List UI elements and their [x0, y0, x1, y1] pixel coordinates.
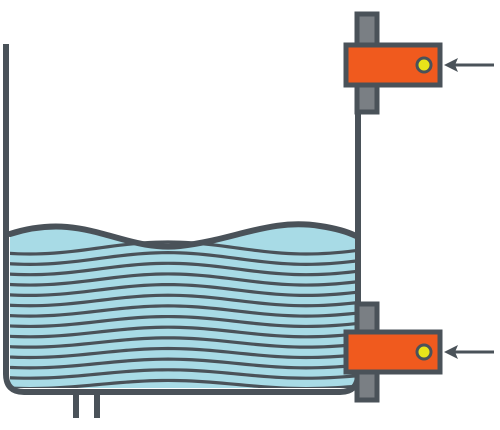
wave-line	[10, 336, 356, 349]
wave-line	[10, 325, 356, 339]
wave-line	[10, 346, 356, 360]
wave-line	[10, 282, 356, 298]
wave-line	[10, 368, 356, 380]
wave-line	[10, 378, 356, 388]
lower-sensor-body	[343, 329, 443, 375]
lower-sensor-arrow-icon	[444, 345, 458, 359]
wave-line	[10, 314, 356, 329]
liquid-surface	[7, 221, 359, 250]
wave-line	[10, 357, 356, 370]
upper-sensor-indicator-light	[415, 56, 433, 74]
wave-line	[10, 272, 356, 287]
wave-line	[10, 304, 356, 318]
wave-line	[10, 251, 356, 266]
drain-pipe	[73, 390, 100, 418]
lower-sensor-indicator-light	[415, 343, 433, 361]
wave-line	[10, 240, 356, 256]
lower-sensor	[343, 301, 494, 403]
wave-line	[10, 261, 356, 277]
liquid	[10, 224, 356, 388]
upper-sensor-arrow-icon	[444, 58, 458, 72]
wave-line	[10, 293, 356, 308]
liquid-wave-lines	[10, 240, 356, 388]
upper-sensor	[343, 11, 494, 115]
